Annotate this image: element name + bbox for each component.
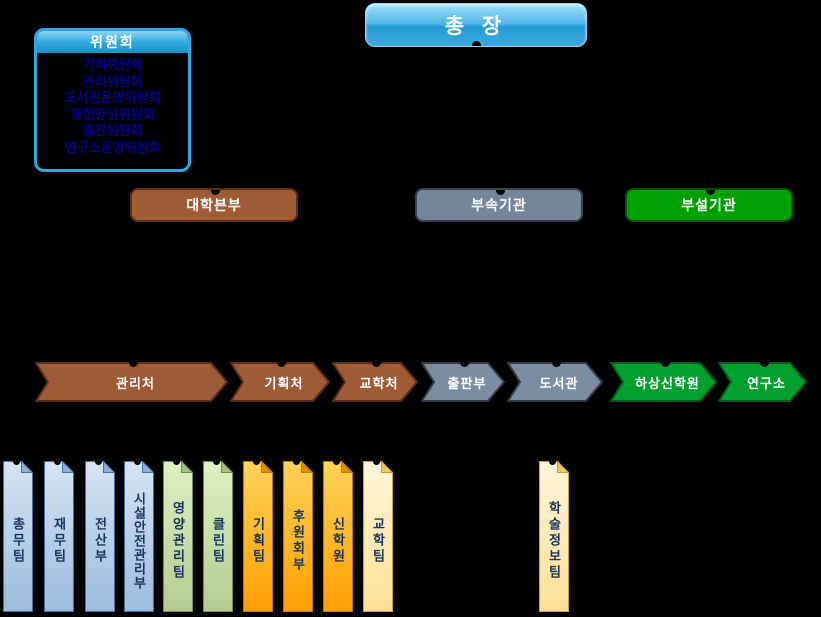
connector-notch [173,461,180,465]
team-label: 교학팀 [370,516,386,565]
university-headquarters-node: 대학본부 [130,188,298,222]
connector-notch [706,190,715,195]
connector-notch [472,41,481,46]
committee-item: 연구소운영위원회 [64,139,161,155]
connector-notch [373,461,380,465]
office-label: 교학처 [359,375,399,391]
connector-notch [460,362,469,367]
academic-affairs-office-arrow: 교학처 [332,362,418,402]
office-label: 출판부 [447,375,487,391]
nutrition-management-team-tab: 영양관리팀 [163,461,193,612]
connector-notch [552,362,561,367]
connector-notch [54,461,61,465]
team-label: 후원회부 [290,508,306,573]
general-affairs-team-tab: 총무팀 [3,461,33,612]
management-office-arrow: 관리처 [35,362,228,402]
connector-notch [333,461,340,465]
connector-notch [95,461,102,465]
team-label: 재무팀 [51,516,67,565]
president-node: 총 장 [365,3,587,47]
team-label: 기획팀 [250,516,266,565]
facility-safety-management-tab: 시설안전관리부 [124,461,154,612]
connector-notch [213,461,220,465]
team-label: 클린팀 [210,516,226,565]
team-label: 총무팀 [10,516,26,565]
chevron-shape [230,362,330,402]
team-label: 영양관리팀 [170,500,186,581]
team-label: 신학원 [330,516,346,565]
connector-notch [661,362,670,367]
office-label: 연구소 [747,375,786,391]
president-label: 총 장 [444,15,508,38]
connector-notch [760,362,769,367]
bookmark-shape [3,461,33,612]
theological-institute-tab: 신학원 [323,461,353,612]
division-label: 대학본부 [186,197,242,213]
academic-affairs-team-tab: 교학팀 [363,461,393,612]
chevron-shape [332,362,418,402]
chevron-shape [610,362,717,402]
chevron-shape [35,362,228,402]
planning-team-tab: 기획팀 [243,461,273,612]
research-institute-arrow: 연구소 [718,362,807,402]
committee-item: 관리위원회 [82,73,143,89]
annexed-institutions-node: 부설기관 [625,188,793,222]
connector-notch [277,362,286,367]
committee-panel-title: 위원회 [37,31,188,53]
connector-notch [211,190,220,195]
clean-team-tab: 클린팀 [203,461,233,612]
hasang-theological-institute-arrow: 하상신학원 [610,362,717,402]
connector-notch [253,461,260,465]
connector-notch [496,190,505,195]
supporters-association-tab: 후원회부 [283,461,313,612]
bookmark-shape [243,461,273,612]
connector-notch [129,362,138,367]
committee-panel: 위원회 기획위원회 관리위원회 도서관운영위원회 통합양성위원회 출판위원회 연… [34,28,191,172]
connector-notch [372,362,381,367]
team-label: 시설안전관리부 [131,491,147,590]
committee-item: 출판위원회 [82,123,143,138]
office-label: 도서관 [539,375,579,391]
chevron-shape [421,362,505,402]
library-arrow: 도서관 [507,362,603,402]
planning-office-arrow: 기획처 [230,362,330,402]
committee-list: 기획위원회 관리위원회 도서관운영위원회 통합양성위원회 출판위원회 연구소운영… [37,53,188,156]
affiliated-institutions-node: 부속기관 [415,188,583,222]
publishing-department-arrow: 출판부 [421,362,505,402]
office-label: 하상신학원 [635,375,700,391]
academic-information-team-tab: 학술정보팀 [539,461,569,612]
team-label: 학술정보팀 [546,500,562,581]
finance-team-tab: 재무팀 [44,461,74,612]
committee-item: 통합양성위원회 [70,106,155,122]
chevron-shape [507,362,603,402]
committee-item: 기획위원회 [82,57,143,72]
connector-notch [13,461,20,465]
connector-notch [293,461,300,465]
division-label: 부설기관 [681,197,737,213]
computing-department-tab: 전산부 [85,461,115,612]
team-label: 전산부 [92,516,108,565]
committee-item: 도서관운영위원회 [64,90,161,105]
division-label: 부속기관 [471,197,527,213]
connector-notch [549,461,556,465]
connector-notch [134,461,141,465]
office-label: 기획처 [264,375,304,391]
chevron-shape [718,362,807,402]
office-label: 관리처 [116,375,155,391]
